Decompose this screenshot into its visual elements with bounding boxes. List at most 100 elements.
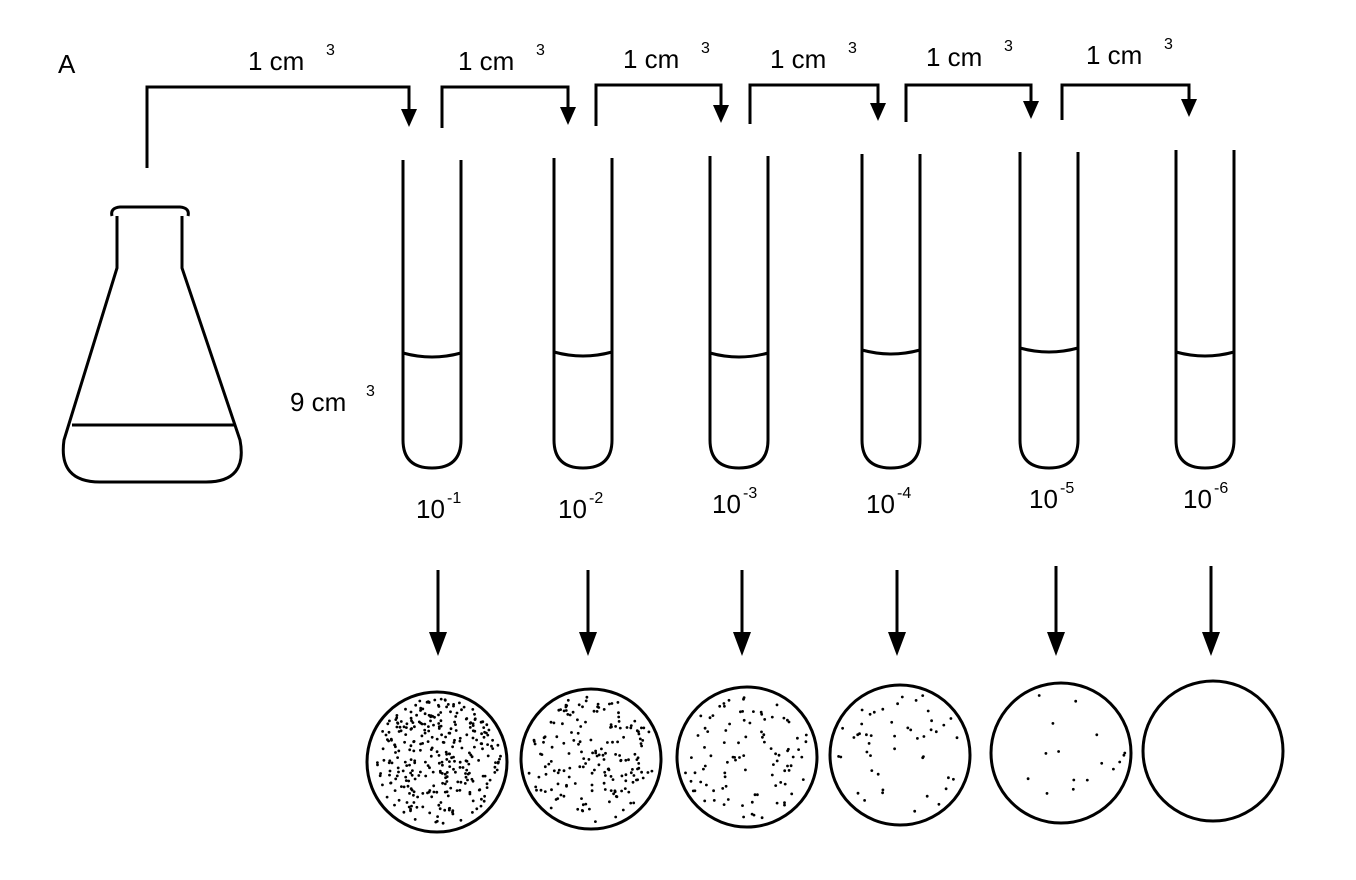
colony-dot [471,811,474,814]
colony-dot [594,749,597,753]
colony-dot [464,759,468,763]
colony-dot [604,751,607,755]
colony-dot [402,810,406,814]
colony-dot [436,815,439,818]
colony-dot [699,780,703,784]
colony-dot [415,713,418,717]
colony-dot [1118,760,1122,764]
colony-dot [609,723,613,727]
colony-dot [388,769,392,773]
colony-dot [783,769,787,773]
colony-dot [739,710,742,714]
colony-dot [429,719,432,723]
colony-dot [602,758,606,761]
colony-dot [603,788,607,791]
colony-dot [409,710,413,714]
colony-dot [458,760,462,764]
colony-dot [1095,733,1099,737]
colony-dot [381,730,384,733]
colony-dot [699,714,703,718]
colony-dot [761,735,764,739]
tube-liquid-level [1019,346,1079,354]
colony-dot [726,760,729,764]
colony-dot [568,766,572,770]
colony-dot [384,733,388,737]
agar-plate [1141,679,1285,823]
arrow-head [579,632,597,656]
colony-dot [449,710,452,714]
colony-dot [428,811,432,815]
arrow-head [1202,632,1220,656]
colony-dot [448,806,452,810]
colony-dot [762,733,766,737]
colony-dot [640,726,643,730]
colony-dot [1057,750,1060,753]
colony-dot [394,745,397,749]
colony-dot [478,788,482,792]
colony-dot [533,742,537,746]
transfer-arrows [145,83,1197,168]
colony-dot [390,738,393,742]
colony-dot [549,760,553,763]
colony-dot [869,754,872,757]
colony-dot [631,768,634,771]
agar-plate [365,690,509,834]
colony-dot [616,701,620,704]
colony-dot [427,729,431,733]
colony-dot [722,741,726,744]
dilution-exponent: -5 [1060,480,1074,497]
colony-dot [550,745,554,749]
colony-dot [555,735,559,739]
colony-dot [1074,699,1078,703]
colony-dot [744,735,748,739]
colony-dot [477,759,480,762]
agar-plate [828,683,972,827]
colony-dot [1051,722,1055,725]
colony-dot [642,726,646,730]
colony-dot [564,705,568,709]
colony-dot [585,695,589,699]
colony-dot [791,755,795,759]
colony-dot [587,758,591,761]
colony-dot [542,740,545,744]
colony-dot [454,729,458,732]
colony-dot [403,760,407,764]
colony-dot [731,755,735,759]
colony-dot [421,805,425,809]
dilution-label: 10-2 [558,490,603,524]
colony-dot [750,800,754,804]
colony-dot [460,708,463,712]
colony-dot [455,711,459,715]
colony-dot [423,728,427,732]
colony-dot [467,762,471,766]
colony-dot [608,800,611,804]
colony-dot [777,753,781,757]
colony-dot [406,784,410,788]
colony-dot [432,723,435,727]
arrow-head [1181,99,1197,117]
colony-dot [547,762,551,766]
colony-dot [394,751,397,754]
colony-dot [439,711,443,714]
colony-dot [556,771,560,775]
colony-dot [925,794,929,798]
colony-dot [473,712,476,716]
colony-dot [459,818,463,822]
colony-dot [584,802,588,806]
colony-dot [409,716,413,720]
colony-dot [454,715,458,718]
colony-dot [412,790,416,794]
plate-arrows [429,566,1220,656]
colony-dot [922,755,925,758]
colony-dot [602,781,606,785]
colony-dot [617,720,621,723]
colony-dot [947,776,950,780]
colony-dot [429,748,433,751]
colony-dot [588,807,591,811]
colony-dot [896,702,899,706]
colony-dot [723,775,727,779]
colony-dot [437,803,441,807]
